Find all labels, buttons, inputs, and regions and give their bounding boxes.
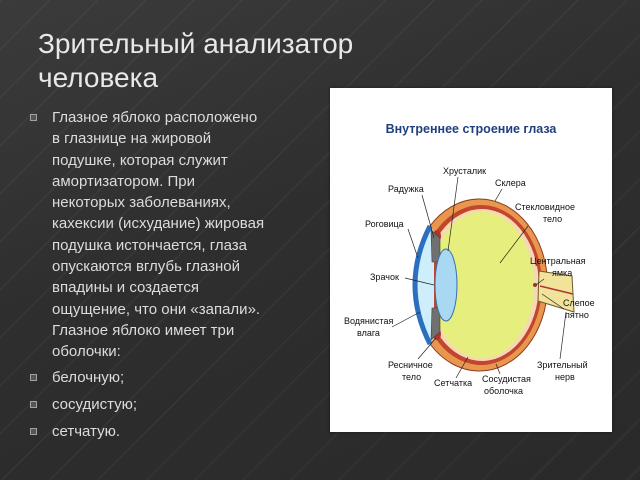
label-retina: Сетчатка xyxy=(434,378,472,388)
paragraph-line: ощущение, что они «запали». xyxy=(52,300,261,318)
slide-title-line-1: Зрительный анализатор xyxy=(38,28,354,59)
paragraph-line: оболочки: xyxy=(52,343,121,361)
bullet-marker xyxy=(30,374,37,381)
bullet-item-retina: сетчатую. xyxy=(30,421,120,442)
label-vitreous-1: Стекловидное xyxy=(515,202,575,212)
label-blind-spot-2: пятно xyxy=(565,310,589,320)
bullet-paragraph: Глазное яблоко расположено в глазнице на… xyxy=(30,107,265,363)
pointer-sclera xyxy=(494,188,503,202)
label-fovea-1: Центральная xyxy=(530,256,586,266)
label-cornea: Роговица xyxy=(365,219,404,229)
pointer-choroid xyxy=(495,363,501,375)
label-lens: Хрусталик xyxy=(443,166,486,176)
paragraph-line: амортизатором. При xyxy=(52,172,196,190)
pointer-retina xyxy=(455,356,469,379)
bullet-text: белочную; xyxy=(52,369,125,386)
label-choroid-2: оболочка xyxy=(484,386,523,396)
paragraph-line: кахексии (исхудание) жировая xyxy=(52,215,265,233)
paragraph-line: подушке, которая служит xyxy=(52,151,228,169)
paragraph-line: некоторых заболеваниях, xyxy=(52,194,231,212)
pointer-cornea xyxy=(407,228,419,259)
eye-diagram: Внутреннее строение глаза xyxy=(344,122,595,396)
label-optic-nerve-1: Зрительный xyxy=(537,360,588,370)
label-aqueous-2: влага xyxy=(357,328,380,338)
bullet-item-sclera: белочную; xyxy=(30,367,125,388)
bullet-marker xyxy=(30,401,37,408)
label-ciliary-1: Ресничное xyxy=(388,360,433,370)
slide-title-line-2: человека xyxy=(38,62,159,93)
label-aqueous-1: Водянистая xyxy=(344,316,393,326)
paragraph-line: в глазнице на жировой xyxy=(52,130,212,148)
bullet-marker xyxy=(30,114,37,121)
fovea-mark xyxy=(533,283,537,287)
lens-shape xyxy=(434,248,458,322)
paragraph-line: Глазное яблоко имеет три xyxy=(52,321,235,339)
cornea-shape xyxy=(412,224,433,346)
label-pupil: Зрачок xyxy=(370,272,399,282)
bullet-text: сетчатую. xyxy=(52,423,120,440)
paragraph-line: подушка истончается, глаза xyxy=(52,236,247,254)
bullet-marker xyxy=(30,428,37,435)
pointer-pupil xyxy=(404,277,435,286)
label-vitreous-2: тело xyxy=(543,214,562,224)
label-blind-spot-1: Слепое xyxy=(563,298,595,308)
paragraph-line: опускаются вглубь глазной xyxy=(52,258,240,276)
label-iris: Радужка xyxy=(388,184,424,194)
pointer-optic-nerve xyxy=(559,311,567,360)
pointer-aqueous xyxy=(391,311,421,328)
bullet-item-choroid: сосудистую; xyxy=(30,394,138,415)
pointer-ciliary xyxy=(417,337,437,360)
pointer-fovea xyxy=(535,278,545,286)
label-sclera: Склера xyxy=(495,178,526,188)
pointer-iris xyxy=(421,194,435,239)
label-ciliary-2: тело xyxy=(402,372,421,382)
bullet-text: сосудистую; xyxy=(52,396,138,413)
vitreous-body-shape xyxy=(440,212,535,358)
paragraph-line: впадины и создается xyxy=(52,279,199,297)
paragraph-line: Глазное яблоко расположено xyxy=(52,109,258,126)
slide-title: Зрительный анализатор человека xyxy=(38,27,353,95)
pointer-lens xyxy=(447,176,459,252)
label-optic-nerve-2: нерв xyxy=(555,372,575,382)
diagram-title: Внутреннее строение глаза xyxy=(386,122,558,136)
eye-diagram-panel: Внутреннее строение глаза xyxy=(330,88,612,432)
optic-nerve-shape xyxy=(537,270,575,313)
central-artery xyxy=(539,285,574,295)
label-choroid-1: Сосудистая xyxy=(482,374,531,384)
label-fovea-2: ямка xyxy=(552,268,572,278)
pointer-blind-spot xyxy=(541,293,565,310)
pointer-vitreous xyxy=(499,225,529,264)
